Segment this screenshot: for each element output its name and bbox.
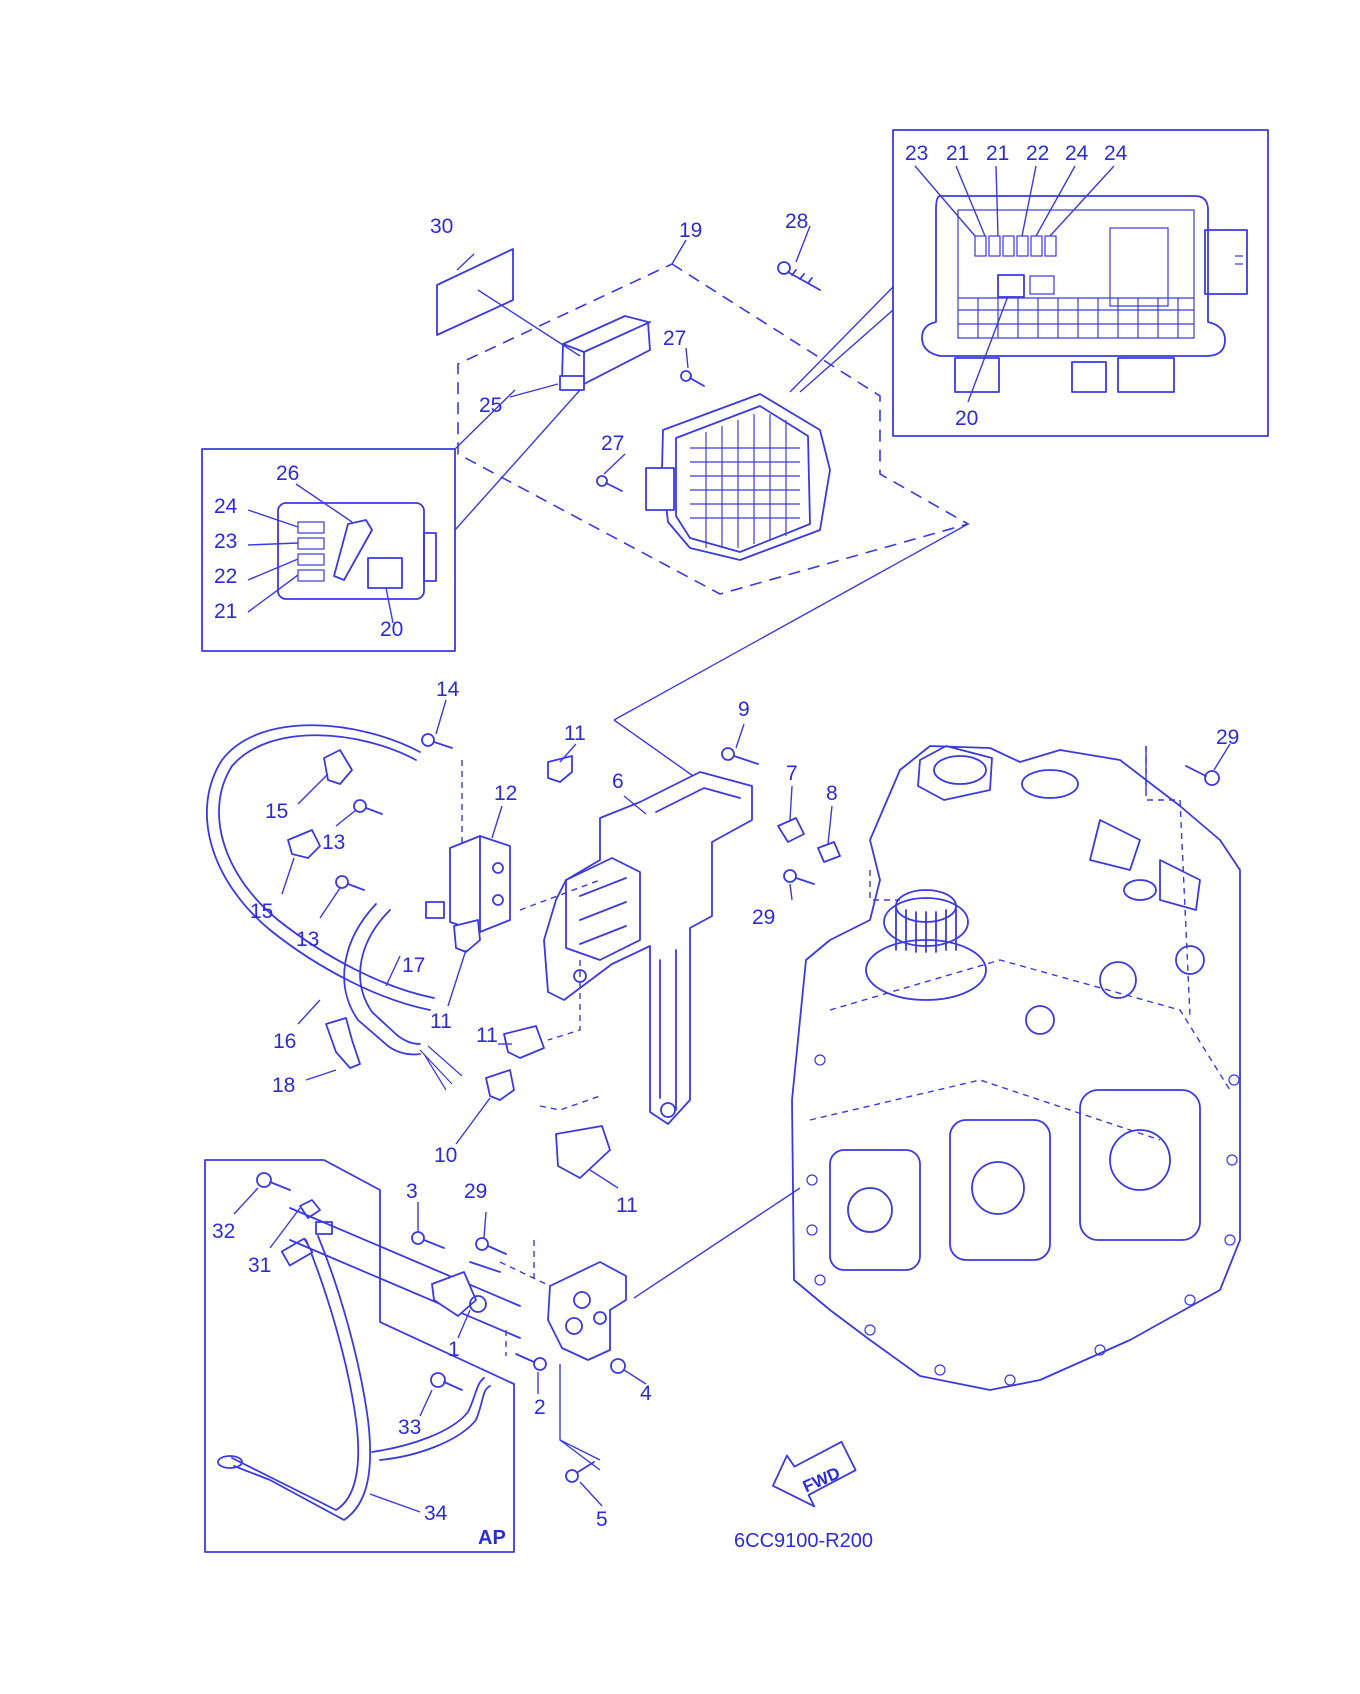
label-8: 8 bbox=[826, 782, 838, 805]
bracket-assembly: 14 11 9 6 7 8 12 15 13 15 13 29 29 17 16… bbox=[205, 523, 1239, 1217]
label-15: 15 bbox=[265, 800, 288, 823]
label-23: 23 bbox=[905, 142, 928, 165]
label-13: 13 bbox=[322, 831, 345, 854]
sensor-bracket: 3 29 1 2 4 5 bbox=[289, 1180, 652, 1531]
label-24: 24 bbox=[1104, 142, 1128, 165]
label-4: 4 bbox=[640, 1382, 652, 1405]
label-16: 16 bbox=[273, 1030, 296, 1053]
label-30: 30 bbox=[430, 215, 453, 238]
label-24: 24 bbox=[1065, 142, 1089, 165]
label-10: 10 bbox=[434, 1144, 457, 1167]
ecu-detail-inset: 23 21 21 22 24 24 20 bbox=[892, 129, 1269, 437]
label-25: 25 bbox=[479, 394, 502, 417]
label-20: 20 bbox=[380, 618, 403, 641]
label-27: 27 bbox=[663, 327, 686, 350]
label-17: 17 bbox=[402, 954, 425, 977]
label-21: 21 bbox=[214, 600, 237, 623]
ground-wire-inset: 32 31 33 34 AP bbox=[204, 1159, 515, 1553]
label-3: 3 bbox=[406, 1180, 418, 1203]
label-28: 28 bbox=[785, 210, 808, 233]
label-22: 22 bbox=[1026, 142, 1049, 165]
label-11: 11 bbox=[476, 1024, 498, 1047]
label-31: 31 bbox=[248, 1254, 271, 1277]
label-27: 27 bbox=[601, 432, 624, 455]
label-34: 34 bbox=[424, 1502, 448, 1525]
label-5: 5 bbox=[596, 1508, 608, 1531]
forward-arrow: FWD bbox=[772, 1440, 857, 1508]
label-23: 23 bbox=[214, 530, 237, 553]
label-13: 13 bbox=[296, 928, 319, 951]
label-14: 14 bbox=[436, 678, 460, 701]
label-21: 21 bbox=[986, 142, 1009, 165]
label-18: 18 bbox=[272, 1074, 295, 1097]
label-21: 21 bbox=[946, 142, 969, 165]
label-29: 29 bbox=[464, 1180, 487, 1203]
label-15: 15 bbox=[250, 900, 273, 923]
label-29: 29 bbox=[752, 906, 775, 929]
ecu-assembly: 30 19 28 27 25 27 bbox=[430, 210, 971, 595]
label-7: 7 bbox=[786, 762, 798, 785]
label-29: 29 bbox=[1216, 726, 1239, 749]
label-24: 24 bbox=[214, 495, 238, 518]
label-22: 22 bbox=[214, 565, 237, 588]
label-11: 11 bbox=[564, 722, 586, 745]
label-6: 6 bbox=[612, 770, 624, 793]
label-26: 26 bbox=[276, 462, 299, 485]
inset-tag: AP bbox=[478, 1527, 506, 1549]
engine-block bbox=[633, 745, 1241, 1391]
label-2: 2 bbox=[534, 1396, 546, 1419]
label-11: 11 bbox=[430, 1010, 452, 1033]
label-1: 1 bbox=[448, 1338, 460, 1361]
label-33: 33 bbox=[398, 1416, 421, 1439]
label-32: 32 bbox=[212, 1220, 235, 1243]
label-20: 20 bbox=[955, 407, 978, 430]
label-11: 11 bbox=[616, 1194, 638, 1217]
label-19: 19 bbox=[679, 219, 702, 242]
label-12: 12 bbox=[494, 782, 517, 805]
fuse-box-inset: 26 24 23 22 21 20 bbox=[201, 389, 581, 652]
diagram-code: 6CC9100-R200 bbox=[734, 1530, 873, 1552]
label-9: 9 bbox=[738, 698, 750, 721]
